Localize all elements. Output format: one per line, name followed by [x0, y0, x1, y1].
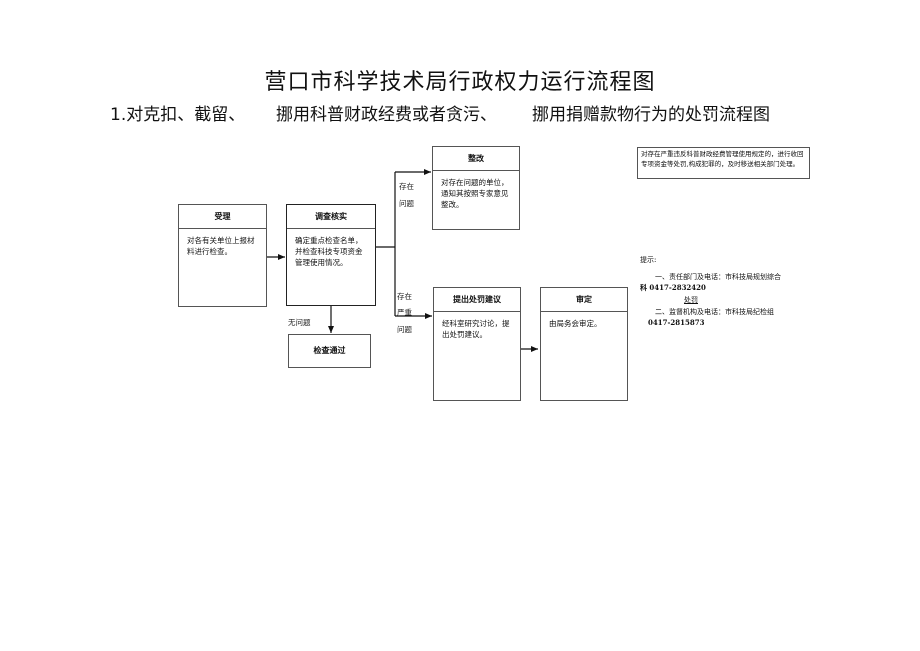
label-serious: 严重 — [397, 308, 412, 317]
box-pass: 检查通过 — [288, 334, 371, 368]
box-review: 审定 由局务会审定。 — [540, 287, 628, 401]
subtitle-part-1: 1.对克扣、截留、 — [110, 105, 246, 125]
box-investigate-text: 确定重点检查名单，并检查科技专项资金管理使用情况。 — [295, 236, 363, 267]
label-no-problem: 无问题 — [288, 318, 311, 327]
box-review-text: 由局务会审定。 — [549, 319, 602, 328]
box-review-title: 审定 — [541, 288, 627, 312]
box-propose: 提出处罚建议 经科室研究讨论，提出处罚建议。 — [433, 287, 521, 401]
box-propose-text: 经科室研究讨论，提出处罚建议。 — [442, 319, 510, 339]
box-accept-title: 受理 — [179, 205, 266, 229]
box-rectify-text: 对存在问题的单位，通知其按照专家意见整改。 — [441, 178, 509, 209]
hint-line-1: 一、责任部门及电话：市科技局规划综合 — [655, 273, 781, 281]
label-exist-2: 存在 — [397, 292, 412, 301]
box-propose-title: 提出处罚建议 — [434, 288, 520, 312]
box-pass-title: 检查通过 — [313, 346, 346, 355]
label-exist-1: 存在 — [399, 182, 414, 191]
label-problem-1: 问题 — [399, 199, 414, 208]
penalty-note: 对存在严重违反科普财政经费管理使用规定的，进行收回专项资金等处罚,构成犯罪的，及… — [637, 147, 810, 179]
box-investigate-title: 调查核实 — [287, 205, 375, 229]
box-accept-text: 对各有关单位上报材料进行检查。 — [187, 236, 255, 256]
box-rectify-title: 整改 — [433, 147, 519, 171]
box-investigate: 调查核实 确定重点检查名单，并检查科技专项资金管理使用情况。 — [286, 204, 376, 306]
subtitle-part-3: 挪用捐赠款物行为的处罚流程图 — [532, 105, 770, 125]
subtitle-part-2: 挪用科普财政经费或者贪污、 — [276, 105, 497, 125]
box-accept: 受理 对各有关单位上报材料进行检查。 — [178, 204, 267, 307]
box-rectify: 整改 对存在问题的单位，通知其按照专家意见整改。 — [432, 146, 520, 230]
page-title: 营口市科学技术局行政权力运行流程图 — [264, 70, 656, 95]
hint-heading: 提示: — [640, 256, 657, 264]
label-problem-2: 问题 — [397, 325, 412, 334]
hint-line-3: 处罚 — [684, 296, 698, 304]
hint-line-2: 科 0417-2832420 — [640, 283, 706, 292]
hint-line-4: 二、监督机构及电话：市科技局纪检组 — [655, 308, 774, 316]
hint-line-5: 0417-2815873 — [648, 318, 705, 327]
